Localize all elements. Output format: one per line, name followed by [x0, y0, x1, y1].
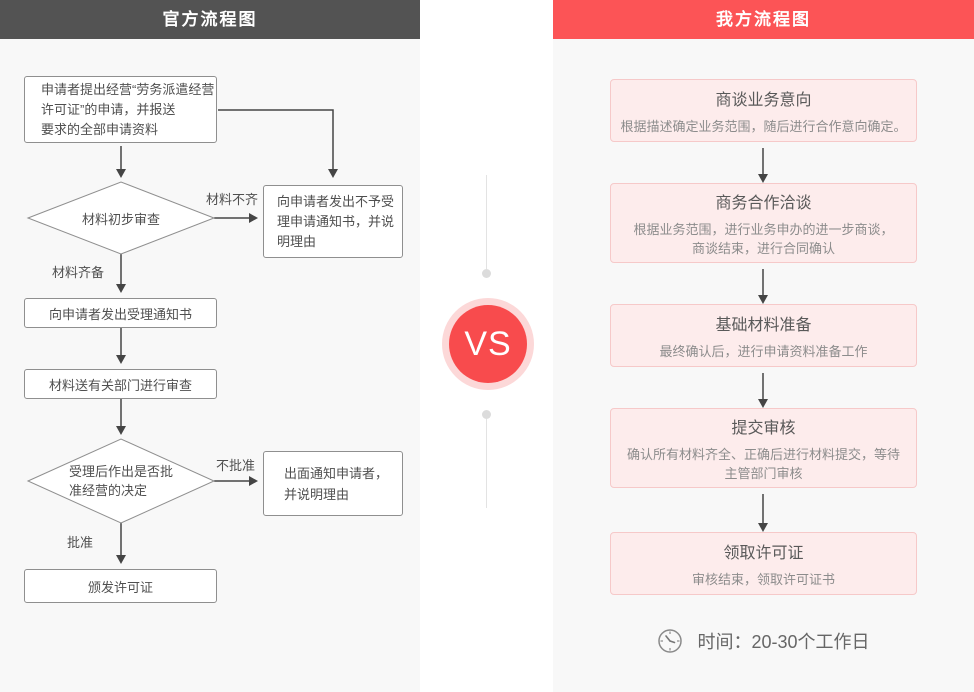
branch-label-incomplete: 材料不齐: [206, 192, 259, 207]
flow-node-accept-notice: 向申请者发出受理通知书: [24, 298, 217, 328]
clock-icon: [658, 629, 683, 653]
step-card-submission: 提交审核 确认所有材料齐全、正确后进行材料提交，等待 主管部门审核: [610, 408, 917, 488]
step-desc: 审核结束，领取许可证书: [691, 571, 835, 587]
step-title: 提交审核: [731, 419, 796, 437]
step-card-intent: 商谈业务意向 根据描述确定业务范围，随后进行合作意向确定。: [610, 79, 917, 142]
divider-dot-bottom: [482, 410, 491, 419]
official-flow-title: 官方流程图: [0, 0, 420, 39]
step-title: 基础材料准备: [715, 316, 812, 334]
branch-label-approved: 批准: [67, 535, 94, 550]
flow-node-application: 申请者提出经营“劳务派遣经营 许可证”的申请，并报送 要求的全部申请资料: [24, 76, 217, 143]
divider-line-bottom: [486, 419, 487, 508]
step-card-materials: 基础材料准备 最终确认后，进行申请资料准备工作: [610, 304, 917, 367]
vs-badge: VS: [449, 305, 527, 383]
vs-label: VS: [464, 324, 512, 363]
time-note-text: 时间：20-30个工作日: [697, 632, 870, 652]
flow-node-initial-review: 材料初步审查: [81, 211, 160, 227]
flow-node-application-text: 申请者提出经营“劳务派遣经营 许可证”的申请，并报送 要求的全部申请资料: [41, 81, 215, 137]
flow-node-department-review: 材料送有关部门进行审查: [24, 369, 217, 399]
step-desc: 根据描述确定业务范围，随后进行合作意向确定。: [620, 118, 907, 134]
our-flow-panel: 我方流程图 商谈业务意向 根据描述确定业务范围，随后进行合作意向确定。 商务合作…: [553, 0, 974, 692]
branch-label-complete: 材料齐备: [52, 265, 105, 280]
step-desc: 根据业务范围，进行业务申办的进一步商谈， 商谈结束，进行合同确认: [633, 221, 894, 256]
divider-dot-top: [482, 269, 491, 278]
flow-node-approval-decision: 受理后作出是否批 准经营的决定: [28, 439, 214, 523]
step-desc: 确认所有材料齐全、正确后进行材料提交，等待 主管部门审核: [626, 446, 900, 481]
flow-node-issue-license: 颁发许可证: [24, 569, 217, 603]
step-card-license: 领取许可证 审核结束，领取许可证书: [610, 532, 917, 595]
step-title: 领取许可证: [723, 544, 804, 562]
our-flow-title: 我方流程图: [553, 0, 974, 39]
flow-node-reject-notice: 向申请者发出不予受 理申请通知书，并说 明理由: [263, 185, 403, 258]
flow-node-deny-notice: 出面通知申请者， 并说明理由: [263, 451, 403, 516]
time-note-row: 时间：20-30个工作日: [553, 626, 974, 656]
flow-node-deny-notice-text: 出面通知申请者， 并说明理由: [284, 465, 389, 502]
step-title: 商谈业务意向: [715, 91, 812, 109]
step-desc: 最终确认后，进行申请资料准备工作: [659, 343, 868, 359]
branch-label-not-approved: 不批准: [216, 458, 256, 473]
decision-diamond-approval: [26, 438, 216, 524]
divider-line-top: [486, 175, 487, 269]
official-flow-panel: 官方流程图 申请者提出经营“劳务派遣经营 许可证”的申请，: [0, 0, 420, 692]
decision-diamond-initial-review: [26, 181, 216, 255]
flow-node-approval-decision-text: 受理后作出是否批 准经营的决定: [68, 464, 173, 498]
step-card-negotiation: 商务合作洽谈 根据业务范围，进行业务申办的进一步商谈， 商谈结束，进行合同确认: [610, 183, 917, 263]
step-title: 商务合作洽谈: [715, 194, 812, 212]
flow-node-reject-notice-text: 向申请者发出不予受 理申请通知书，并说 明理由: [277, 193, 395, 249]
